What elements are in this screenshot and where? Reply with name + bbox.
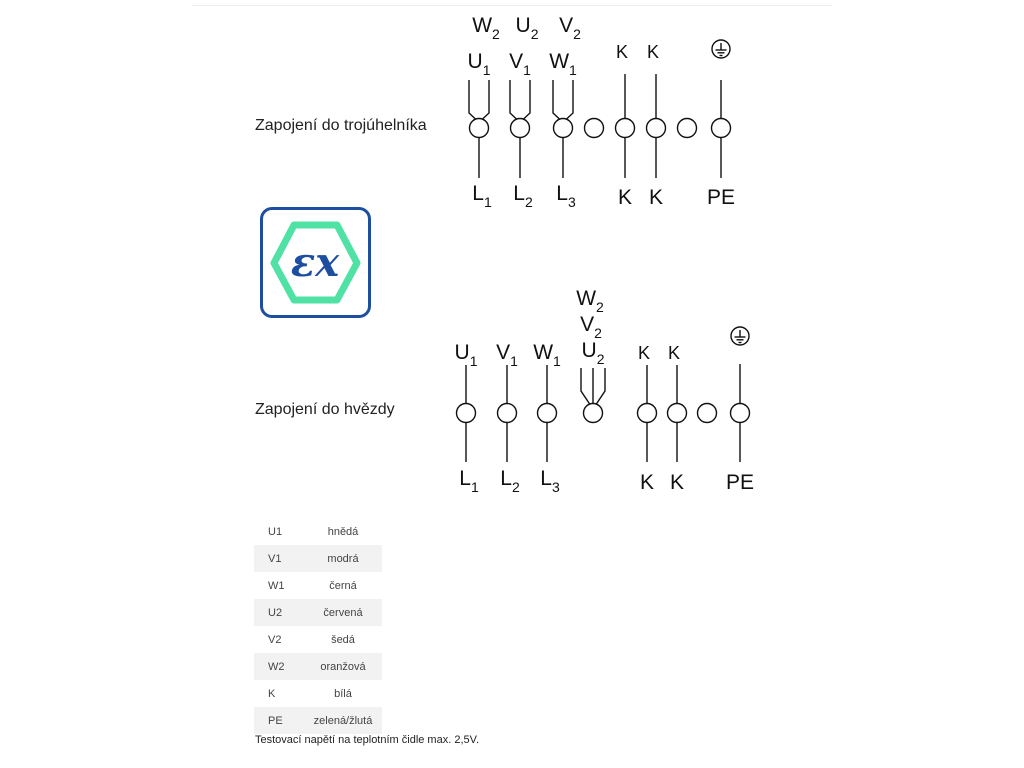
- wire-code: U2: [254, 599, 304, 626]
- terminal-circle: [666, 402, 688, 424]
- winding-wire: [509, 80, 518, 121]
- terminal-circle: [509, 117, 531, 139]
- earth-icon: [730, 326, 750, 346]
- winding-wire: [468, 80, 477, 121]
- earth-circle: [730, 326, 750, 346]
- winding-label: V2: [580, 313, 602, 341]
- top-divider: [192, 5, 832, 6]
- line-label: L2: [500, 467, 520, 495]
- winding-label: U1: [468, 50, 491, 78]
- terminal-circle: [676, 117, 698, 139]
- winding-label: U2: [582, 339, 605, 367]
- wire-color: hnědá: [327, 525, 359, 538]
- wire-code: V2: [268, 633, 282, 646]
- terminal-circle: [696, 402, 718, 424]
- ex-hexagon: [270, 221, 361, 304]
- winding-label: K: [616, 42, 628, 62]
- winding-label: W2: [576, 287, 604, 315]
- test-voltage-note: Testovací napětí na teplotním čidle max.…: [255, 734, 480, 746]
- wire-code: K: [268, 687, 276, 700]
- star-point-wires: [580, 368, 606, 405]
- line-label: L1: [472, 182, 492, 210]
- terminal-circle: [552, 117, 574, 139]
- terminal-circle: [582, 402, 604, 424]
- wire-color: modrá: [304, 545, 382, 572]
- ex-logo-text: εx: [291, 239, 340, 286]
- atex-explosion-proof-icon: εx: [260, 207, 371, 318]
- winding-label: W1: [549, 50, 577, 78]
- table-row: V2 šedá: [254, 626, 382, 653]
- wire-code: V1: [254, 545, 304, 572]
- winding-label: K: [647, 42, 659, 62]
- line-label: L1: [459, 467, 479, 495]
- earth-circle: [711, 39, 731, 59]
- wire-code: U1: [268, 525, 283, 538]
- wire-color: zelená/žlutá: [304, 707, 382, 734]
- star-connection-title: Zapojení do hvězdy: [255, 401, 395, 418]
- wire-color: černá: [329, 579, 357, 592]
- terminal-circle: [455, 402, 477, 424]
- wire-code: W2: [254, 653, 304, 680]
- line-label: PE: [726, 471, 754, 494]
- table-row: W1 černá: [254, 572, 382, 599]
- winding-label: K: [668, 343, 680, 363]
- wire-code: W1: [268, 579, 285, 592]
- table-row: U1 hnědá: [254, 518, 382, 545]
- winding-label: V2: [559, 14, 581, 42]
- wire-color: bílá: [334, 687, 352, 700]
- terminal-circle: [468, 117, 490, 139]
- terminal-circle: [496, 402, 518, 424]
- line-label: L3: [556, 182, 576, 210]
- wire-color: červená: [304, 599, 382, 626]
- winding-wire: [481, 80, 490, 121]
- terminal-circle: [710, 117, 732, 139]
- terminal-circle: [636, 402, 658, 424]
- delta-connection-title: Zapojení do trojúhelníka: [255, 117, 427, 134]
- winding-wire: [565, 80, 574, 121]
- line-label: K: [649, 186, 663, 209]
- line-label: PE: [707, 186, 735, 209]
- winding-label: K: [638, 343, 650, 363]
- terminal-circle: [583, 117, 605, 139]
- terminal-circle: [536, 402, 558, 424]
- ex-hexagon-icon: εx: [270, 221, 361, 304]
- terminal-circle: [614, 117, 636, 139]
- winding-wire: [595, 368, 606, 405]
- winding-wire: [552, 80, 561, 121]
- line-label: K: [670, 471, 684, 494]
- wire-color: oranžová: [304, 653, 382, 680]
- winding-label: V1: [496, 341, 518, 369]
- line-label: K: [618, 186, 632, 209]
- earth-icon: [711, 39, 731, 59]
- winding-label: U2: [516, 14, 539, 42]
- line-label: K: [640, 471, 654, 494]
- winding-wire: [580, 368, 591, 405]
- line-label: L2: [513, 182, 533, 210]
- winding-wire: [522, 80, 531, 121]
- line-label: L3: [540, 467, 560, 495]
- winding-label: W2: [472, 14, 500, 42]
- winding-label: U1: [455, 341, 478, 369]
- winding-label: V1: [509, 50, 531, 78]
- terminal-circle: [645, 117, 667, 139]
- wire-color: šedá: [331, 633, 355, 646]
- terminal-circle: [729, 402, 751, 424]
- wire-code: PE: [254, 707, 304, 734]
- winding-label: W1: [533, 341, 561, 369]
